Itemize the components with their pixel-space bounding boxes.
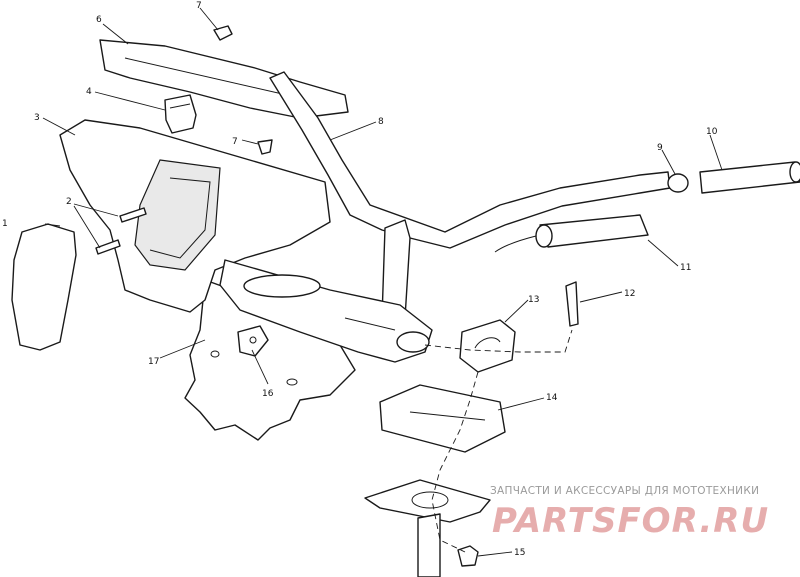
- leader-4: [94, 91, 166, 111]
- part-7-screw-top: [213, 25, 233, 41]
- watermark-brand: PARTSFOR.RU: [492, 501, 769, 541]
- callout-8: 8: [378, 117, 384, 127]
- leader-2: [73, 203, 119, 249]
- leader-12: [579, 291, 623, 303]
- callout-6: 6: [96, 15, 102, 25]
- leader-6: [102, 23, 129, 45]
- callout-4: 4: [86, 87, 92, 97]
- assembly-axis-vertical: [431, 371, 479, 553]
- callout-15: 15: [514, 548, 525, 558]
- part-2-screws: [95, 207, 147, 255]
- leader-15: [477, 551, 513, 557]
- callout-7-top: 7: [196, 1, 202, 11]
- leader-14: [497, 397, 545, 411]
- part-13-upper-clamp: [459, 319, 516, 373]
- part-3-front-cover: [59, 119, 331, 313]
- callout-3: 3: [34, 113, 40, 123]
- watermark-tagline: ЗАПЧАСТИ И АКСЕССУАРЫ ДЛЯ МОТОТЕХНИКИ: [490, 485, 759, 497]
- callout-13: 13: [528, 295, 539, 305]
- leader-1: [44, 223, 61, 227]
- callout-16: 16: [262, 389, 274, 399]
- part-1-side-panel: [11, 223, 77, 351]
- leader-13: [504, 299, 529, 323]
- part-4-switch: [164, 94, 197, 134]
- leader-8: [329, 121, 377, 141]
- callout-9: 9: [657, 143, 663, 153]
- leader-9: [661, 149, 676, 175]
- part-15-nut: [457, 545, 479, 567]
- callout-10: 10: [706, 127, 718, 137]
- leader-3: [42, 117, 76, 136]
- part-16-bracket: [237, 325, 269, 357]
- callout-1: 1: [2, 219, 8, 229]
- part-8-handlebar: [269, 71, 671, 326]
- part-6-top-plate: [99, 39, 349, 119]
- part-9-bar-end: [667, 173, 689, 193]
- callout-7-middle: 7: [232, 137, 238, 147]
- assembly-axis-line: [424, 329, 573, 353]
- callout-17: 17: [148, 357, 159, 367]
- steering-mount-plate: [364, 479, 491, 577]
- leader-16: [251, 349, 269, 385]
- leader-7b: [241, 139, 259, 145]
- callout-2: 2: [66, 197, 72, 207]
- part-11-throttle-grip: [494, 214, 649, 253]
- callout-14: 14: [546, 393, 558, 403]
- leader-7a: [199, 7, 219, 31]
- part-12-bolt: [565, 281, 579, 327]
- part-10-grip: [699, 161, 800, 194]
- leader-11: [647, 239, 679, 267]
- callout-12: 12: [624, 289, 635, 299]
- leader-10: [709, 134, 723, 171]
- callout-11: 11: [680, 263, 691, 273]
- crossbar-lower: [219, 259, 433, 363]
- leader-17: [159, 339, 206, 359]
- part-7-screw-middle: [257, 139, 273, 155]
- part-14-lower-clamp: [379, 384, 506, 453]
